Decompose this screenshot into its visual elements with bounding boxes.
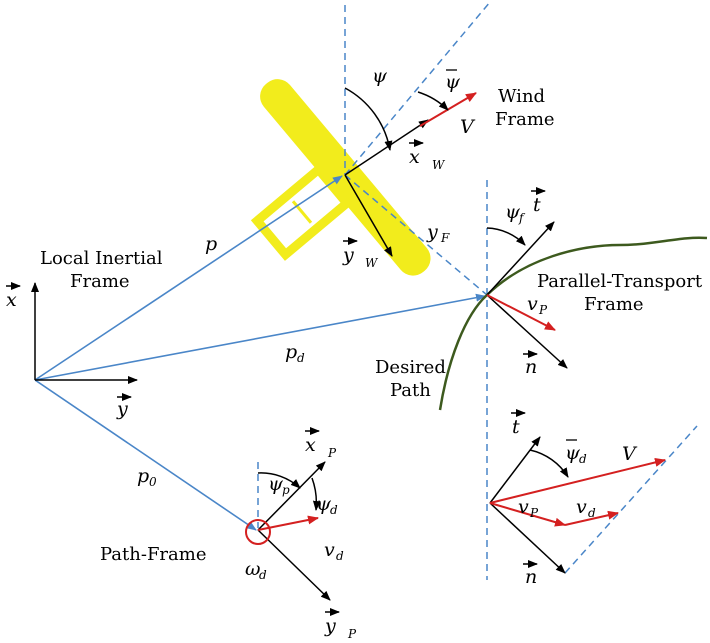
aircraft-icon — [250, 79, 431, 276]
sym-v-d-path-sub: d — [336, 549, 344, 563]
sym-y-F-sub: F — [440, 231, 450, 245]
vp-pt-vector — [486, 294, 556, 331]
sym-x-wind: x — [409, 146, 420, 168]
vector-overarrows — [6, 139, 546, 616]
vector-p0 — [34, 379, 257, 531]
desired-path-label-1: Desired — [375, 357, 446, 378]
psi-arc — [344, 87, 393, 151]
sym-v-d-path: v — [324, 539, 335, 561]
sym-V-wind: V — [460, 116, 476, 138]
pt-t-axis — [486, 221, 555, 296]
sym-psi-d: ψ — [316, 493, 332, 515]
sym-y-F: y — [426, 221, 438, 243]
wind-frame-label-2: Frame — [495, 109, 555, 130]
sym-v-P-pt-sub: P — [538, 303, 548, 317]
path-vd-vector — [257, 515, 319, 531]
lr-V-vector — [489, 458, 666, 504]
psi-bar-d-arc — [529, 449, 569, 478]
vd-parallel-dashed — [564, 425, 698, 574]
psi-p-arc — [257, 472, 301, 489]
sym-x-path-sub: P — [327, 446, 337, 460]
psi-d-arc — [311, 477, 321, 511]
sym-y-path: y — [324, 615, 336, 637]
sym-p-d-sub: d — [297, 351, 305, 365]
wind-direction-dashed — [344, 1, 491, 176]
sym-omega-d: ω — [245, 558, 261, 580]
sym-x-wind-sub: W — [432, 158, 446, 172]
pt-frame-label-2: Frame — [584, 294, 644, 315]
lr-t-axis — [489, 436, 541, 504]
lr-vp-vector — [489, 502, 566, 527]
lr-n-axis — [489, 502, 566, 574]
sym-p-d: p — [285, 341, 297, 363]
sym-v-P-pt: v — [527, 293, 538, 315]
sym-y-wind: y — [342, 244, 354, 266]
sym-psi: ψ — [372, 65, 388, 87]
local-inertial-label-2: Frame — [70, 271, 130, 292]
sym-y-path-sub: P — [347, 627, 357, 641]
sym-psi-p-sub: p — [282, 483, 290, 497]
wind-frame-label-1: Wind — [498, 86, 545, 107]
local-inertial-label-1: Local Inertial — [40, 248, 163, 269]
sym-psi-bar-d: ψ — [565, 442, 581, 464]
desired-path-curve — [438, 236, 708, 411]
sym-n-lr: n — [525, 566, 537, 588]
sym-t-pt: t — [533, 194, 541, 216]
sym-p0: p — [137, 465, 149, 487]
lr-vd-vector — [564, 510, 619, 526]
desired-path-label-2: Path — [390, 380, 431, 401]
sym-psi-bar-d-sub: d — [579, 452, 587, 466]
sym-p0-sub: 0 — [149, 475, 157, 489]
sym-v-d-lr: v — [576, 496, 587, 518]
sym-x-path: x — [305, 434, 316, 456]
sym-y-local: y — [116, 398, 128, 420]
sym-psi-bar: ψ — [445, 71, 461, 93]
sym-v-P-lr: v — [518, 496, 529, 518]
bar-overlines — [446, 69, 577, 441]
sym-n-pt: n — [525, 356, 537, 378]
sym-t-lr: t — [512, 416, 520, 438]
sym-v-P-lr-sub: P — [529, 506, 539, 520]
psi-bar-arc — [417, 91, 449, 111]
pt-n-axis — [486, 294, 568, 369]
sym-v-d-lr-sub: d — [588, 506, 596, 520]
path-y-axis — [257, 529, 331, 601]
vector-p — [34, 175, 343, 381]
sym-psi-f: ψ — [505, 201, 521, 223]
sym-psi-f-sub: f — [518, 211, 526, 225]
vector-p-d — [34, 293, 486, 381]
path-frame-label: Path-Frame — [100, 544, 207, 565]
sym-x-local: x — [6, 289, 17, 311]
pt-frame-label-1: Parallel-Transport — [537, 271, 703, 292]
sym-omega-d-sub: d — [259, 568, 267, 582]
sym-y-wind-sub: W — [365, 256, 379, 270]
sym-psi-d-sub: d — [330, 503, 338, 517]
psi-f-arc — [486, 227, 526, 246]
sym-p: p — [205, 233, 217, 255]
wind-y-axis — [344, 174, 393, 257]
path-x-axis — [257, 461, 326, 531]
sym-V-lr: V — [622, 443, 638, 465]
omega-d-circle — [245, 519, 271, 545]
cross-track-dashed — [344, 174, 488, 296]
sym-psi-p: ψ — [268, 473, 284, 495]
